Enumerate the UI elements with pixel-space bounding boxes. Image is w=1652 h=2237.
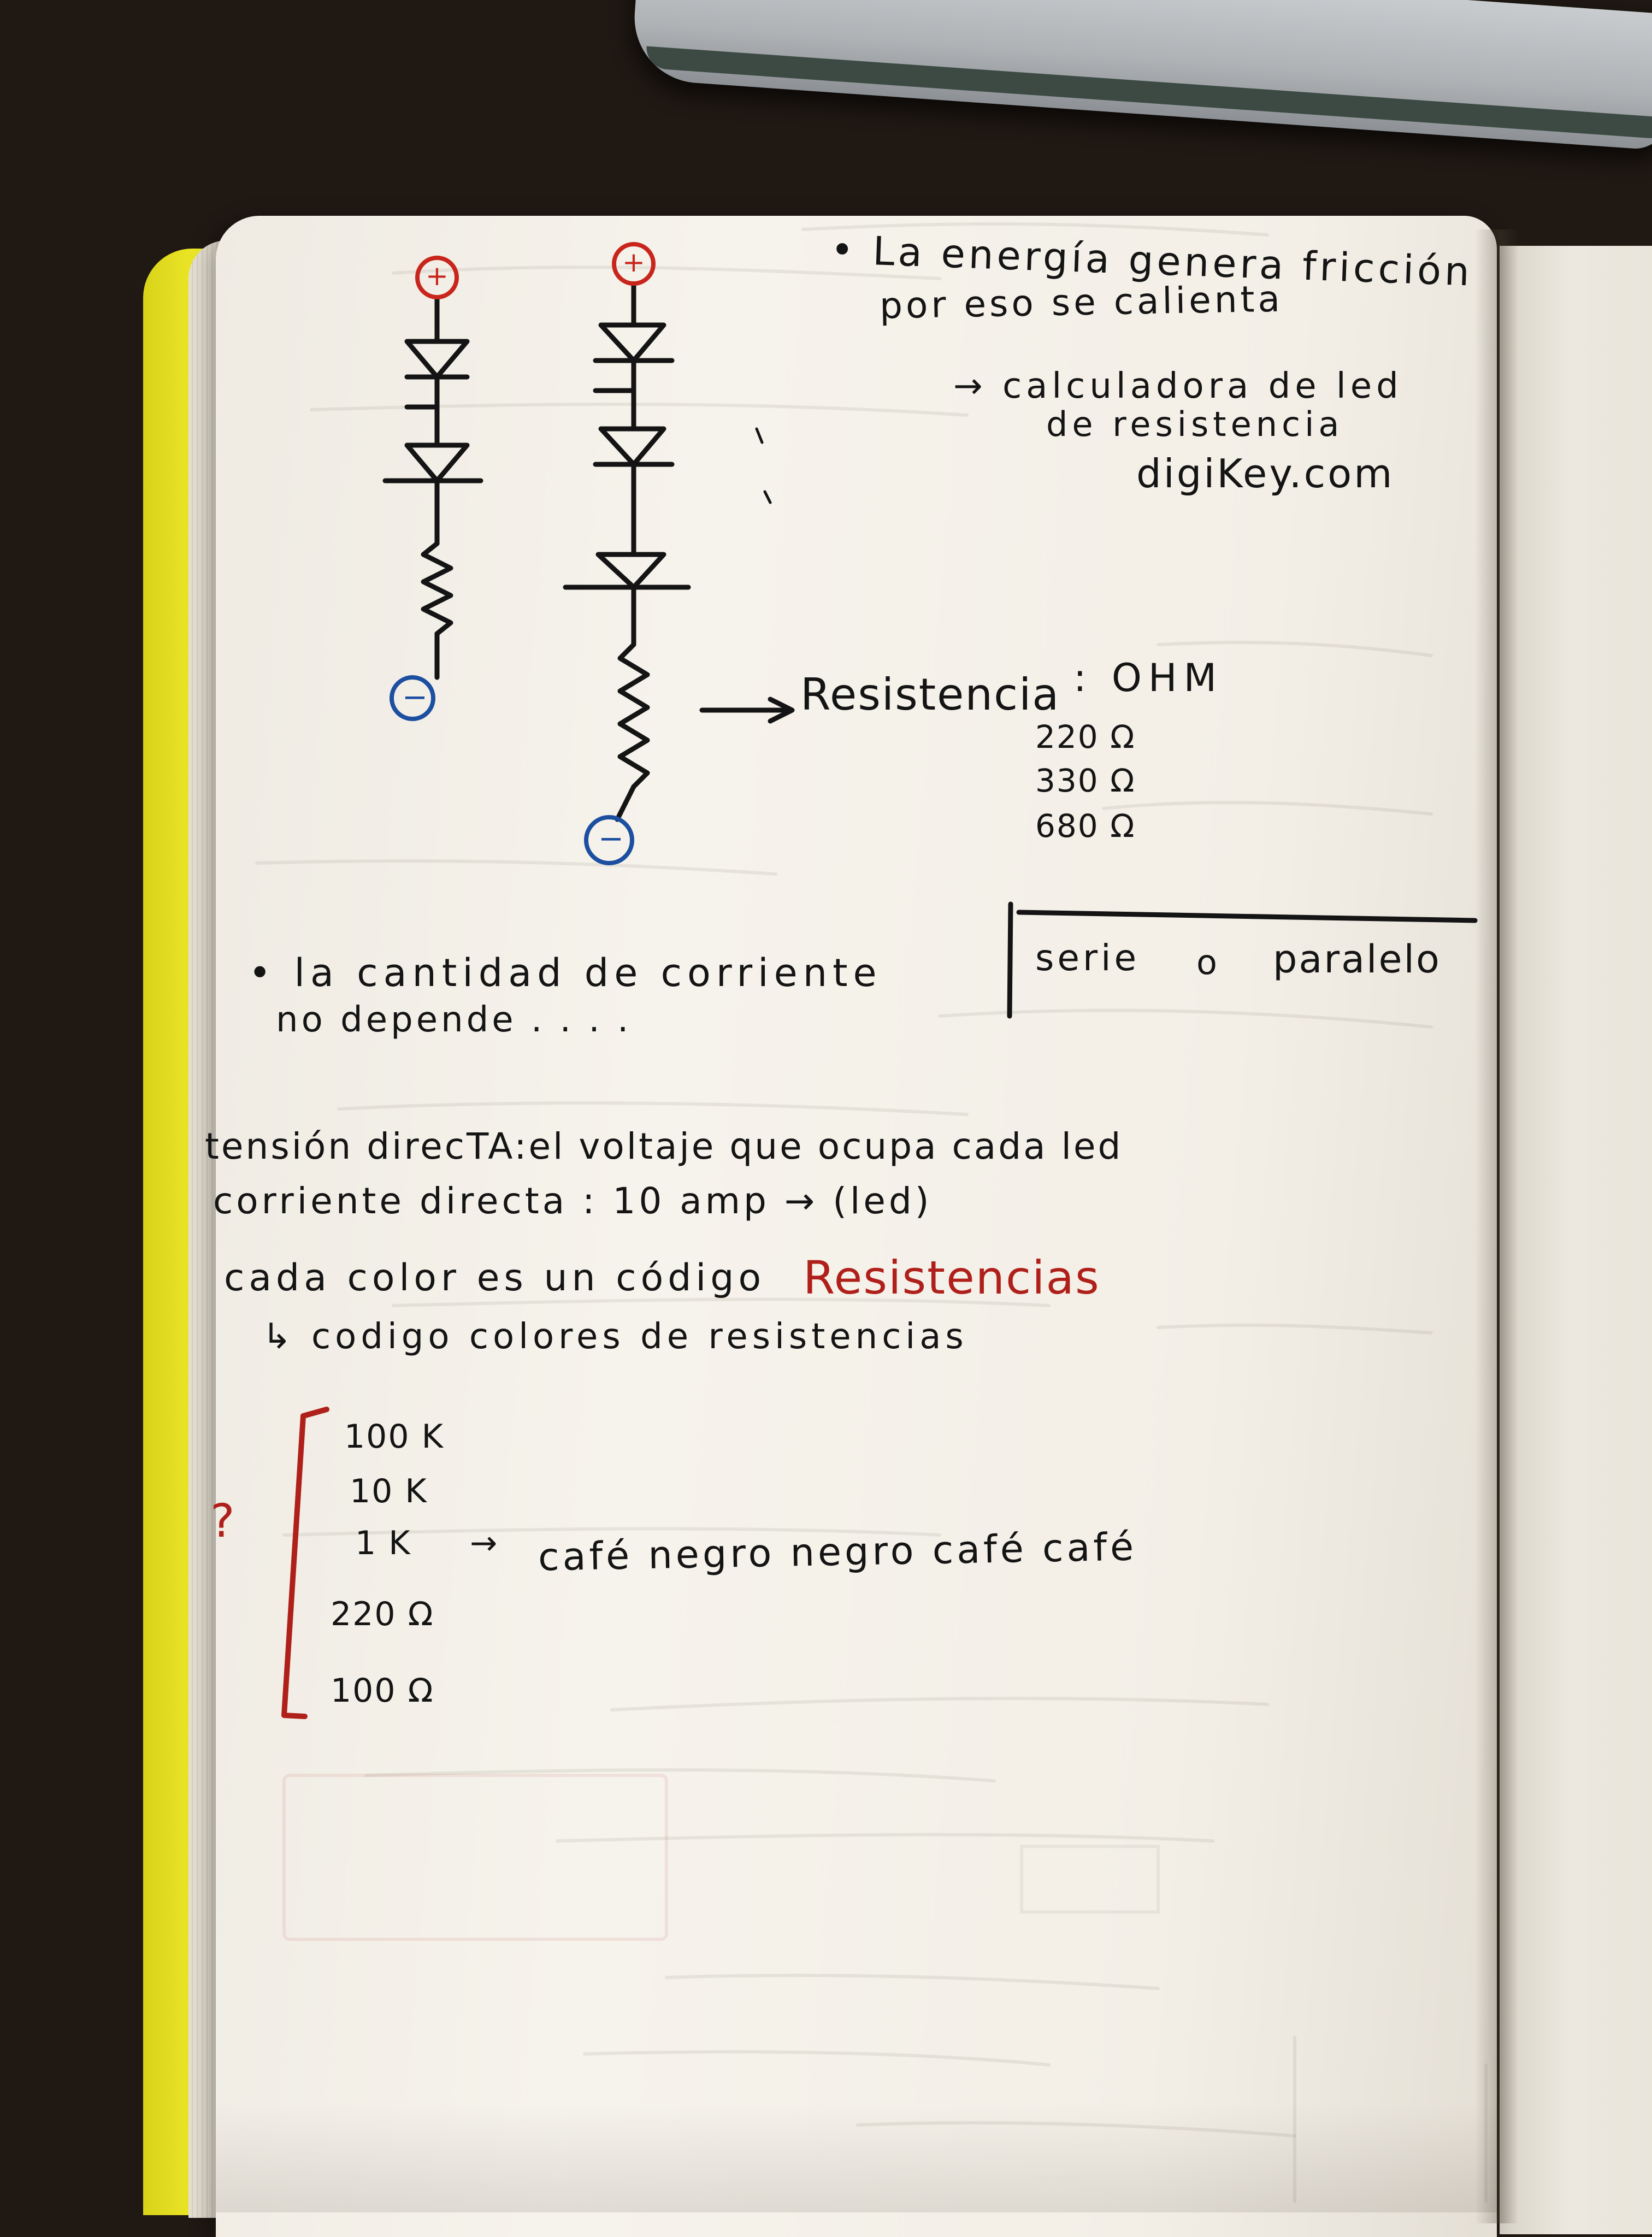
led-symbol <box>404 339 470 380</box>
list-arrow: → <box>470 1524 501 1562</box>
value-330: 330 Ω <box>1035 762 1136 799</box>
value-220: 220 Ω <box>1035 718 1136 755</box>
resistor-symbol <box>421 541 453 636</box>
right-page <box>1500 246 1652 2234</box>
note-current-line2: no depende . . . . <box>276 1000 632 1040</box>
led-symbol <box>598 322 666 363</box>
note-site: digiKey.com <box>1136 451 1395 497</box>
left-minus-terminal <box>390 675 435 721</box>
note-calculator-line1: → calculadora de led <box>953 366 1403 406</box>
box-left-line <box>1007 901 1013 1019</box>
note-color-red: Resistencias <box>803 1251 1100 1305</box>
list-100: 100 Ω <box>331 1672 434 1710</box>
note-calculator-line2: de resistencia <box>1046 404 1344 444</box>
question-mark: ? <box>210 1494 238 1548</box>
note-codigo: ↳ codigo colores de resistencias <box>262 1317 968 1357</box>
page-shadow <box>216 2103 1497 2212</box>
left-circuit <box>382 295 483 680</box>
right-circuit <box>563 281 691 822</box>
plus-sign-right: + <box>622 246 645 278</box>
resistance-label: Resistencia <box>800 669 1060 720</box>
list-100k: 100 K <box>344 1418 444 1456</box>
list-10k: 10 K <box>350 1472 428 1510</box>
note-current-line1: • la cantidad de corriente <box>249 951 882 995</box>
right-minus-terminal <box>584 815 634 865</box>
list-220: 220 Ω <box>331 1595 434 1633</box>
note-tension: tensión direcTA:el voltaje que ocupa cad… <box>205 1125 1123 1167</box>
list-bracket <box>281 1407 329 1719</box>
serie-label: serie <box>1035 937 1140 979</box>
bleed-lines-svg <box>255 222 1488 2203</box>
resistor-symbol <box>617 642 650 789</box>
note-corriente: corriente directa : 10 amp → (led) <box>213 1180 933 1222</box>
paralelo-label: paralelo <box>1273 937 1441 982</box>
page-gutter <box>1475 229 1519 2223</box>
resistance-arrow-head <box>768 697 795 724</box>
led-symbol <box>595 552 666 590</box>
plus-sign-left: + <box>426 260 449 292</box>
bleed-through <box>229 208 1488 2203</box>
box-top-line <box>1016 910 1478 923</box>
right-plus-terminal <box>612 242 656 286</box>
left-plus-terminal <box>415 256 459 299</box>
led-symbol <box>404 442 470 483</box>
led-symbol <box>598 426 666 467</box>
minus-sign-left: − <box>402 680 428 715</box>
minus-sign-right: − <box>598 821 624 857</box>
note-energy-line2: por eso se calienta <box>879 278 1284 327</box>
value-680: 680 Ω <box>1035 807 1136 845</box>
list-1k: 1 K <box>355 1524 411 1562</box>
o-label: o <box>1196 942 1220 982</box>
note-color-text: cada color es un código <box>224 1256 766 1300</box>
ohm-label: : OHM <box>1073 656 1223 700</box>
